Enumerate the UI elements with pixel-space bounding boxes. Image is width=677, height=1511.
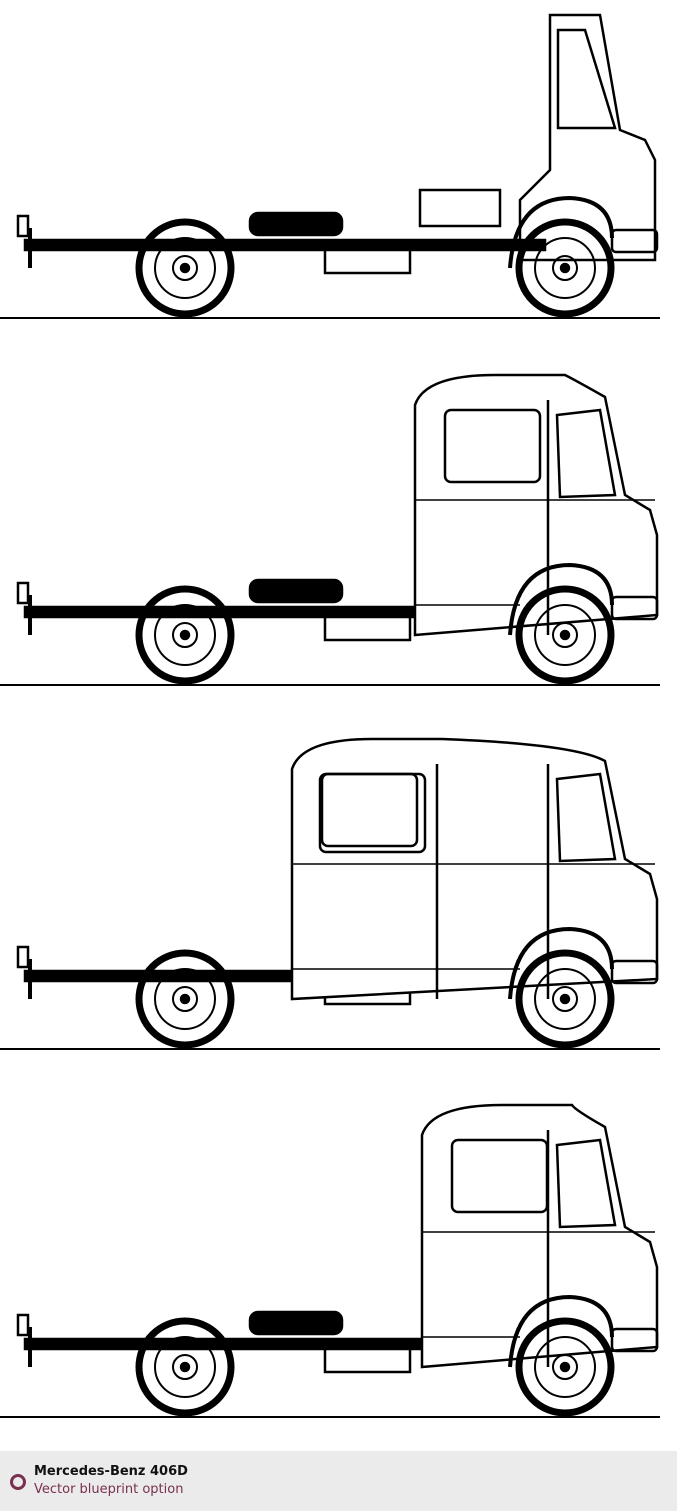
spare-wheel bbox=[248, 211, 344, 237]
truck-drawing-high-roof-single-cab-chassis bbox=[0, 1103, 660, 1418]
rear-wheel bbox=[135, 949, 235, 1049]
front-wheel bbox=[515, 949, 615, 1049]
rear-wheel bbox=[135, 585, 235, 685]
tow-hitch bbox=[16, 945, 30, 969]
open-cab-frame bbox=[518, 13, 657, 262]
rear-wheel bbox=[135, 218, 235, 318]
cab-body bbox=[290, 737, 659, 1001]
rear-wheel bbox=[135, 1317, 235, 1417]
spare-wheel bbox=[248, 1310, 344, 1336]
bullet-ring-icon bbox=[10, 1474, 26, 1490]
tow-hitch bbox=[16, 581, 30, 605]
rear-door-window bbox=[318, 772, 427, 854]
cab-body bbox=[420, 1103, 659, 1369]
caption-title: Mercedes-Benz 406D bbox=[34, 1464, 188, 1479]
front-bumper bbox=[610, 1327, 659, 1353]
wheel-arch bbox=[508, 195, 614, 269]
front-wheel bbox=[515, 585, 615, 685]
front-wheel bbox=[515, 218, 615, 318]
wheel-arch bbox=[508, 1294, 614, 1368]
windshield bbox=[555, 772, 617, 863]
spare-wheel bbox=[248, 578, 344, 604]
tow-hitch bbox=[16, 214, 30, 238]
blueprint-drawings bbox=[0, 13, 660, 1418]
truck-drawing-double-cab-chassis bbox=[0, 737, 660, 1050]
front-bumper bbox=[610, 595, 659, 621]
windshield bbox=[555, 408, 617, 499]
chassis-frame bbox=[23, 238, 547, 252]
tow-hitch bbox=[16, 1313, 30, 1337]
fuel-tank bbox=[323, 246, 412, 275]
door-window bbox=[443, 408, 542, 484]
fuel-tank bbox=[323, 613, 412, 642]
truck-drawing-chassis-open-cab bbox=[0, 13, 660, 319]
caption-subtitle[interactable]: Vector blueprint option bbox=[34, 1482, 184, 1497]
front-wheel bbox=[515, 1317, 615, 1417]
wheel-arch bbox=[508, 926, 614, 1000]
caption-bar: Mercedes-Benz 406D Vector blueprint opti… bbox=[0, 1451, 677, 1511]
windshield bbox=[555, 1138, 617, 1229]
front-bumper bbox=[610, 228, 659, 254]
fuel-tank bbox=[323, 1345, 412, 1374]
truck-drawing-single-cab-chassis bbox=[0, 373, 660, 686]
engine-box bbox=[418, 188, 502, 228]
wheel-arch bbox=[508, 562, 614, 636]
front-bumper bbox=[610, 959, 659, 985]
